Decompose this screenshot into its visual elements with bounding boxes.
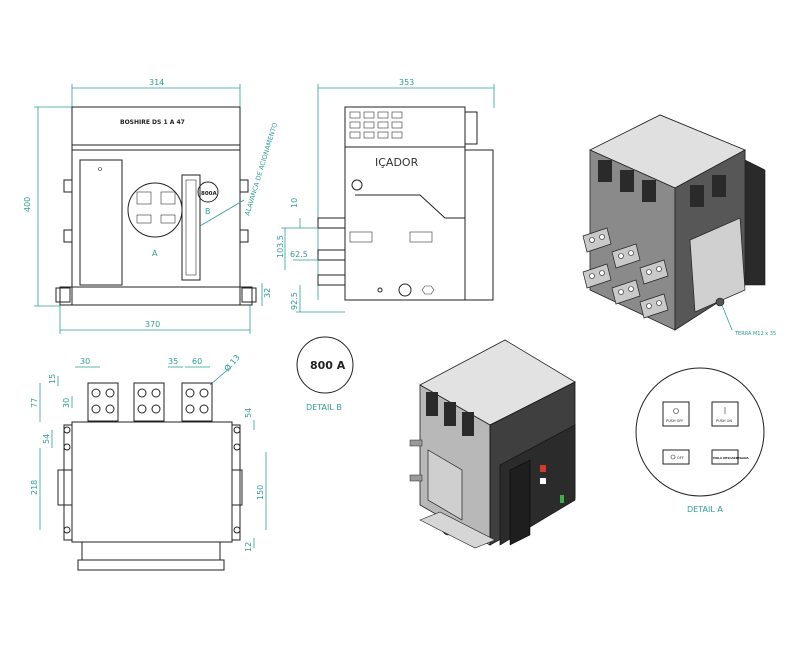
push-off-label: PUSH OFF (666, 419, 683, 423)
dim-base-370: 370 (145, 320, 160, 329)
push-on-button (711, 401, 739, 427)
detail-b-rating: 800 A (310, 359, 346, 372)
green-indicator (560, 495, 564, 503)
dim-top-15: 15 (48, 374, 57, 384)
spring-indicator-label: MOLA DESCARREGADA (713, 456, 750, 460)
dim-top-54a: 54 (42, 434, 51, 444)
side-view: 353 IÇADOR (276, 78, 495, 313)
iso-view-front (409, 339, 576, 549)
dim-hole-13: Ø 13 (222, 352, 242, 373)
dim-side-92-5: 92.5 (290, 292, 299, 310)
detail-b-caption: DETAIL B (306, 403, 342, 412)
dim-top-60: 60 (192, 357, 202, 366)
dim-top-77: 77 (30, 398, 39, 408)
dim-top-150: 150 (256, 485, 265, 500)
dim-height-400: 400 (23, 197, 32, 212)
off-indicator (662, 449, 690, 465)
off-indicator-label: OFF (677, 456, 684, 460)
busbar-terminals (87, 382, 213, 422)
handle-label: ALAVANCA DE ACIONAMENTO (243, 122, 279, 217)
red-indicator (540, 465, 546, 472)
nameplate-text: BOSHIRE DS 1 A 47 (120, 119, 185, 126)
dim-top-54b: 54 (244, 408, 253, 418)
detail-a-caption: DETAIL A (687, 505, 723, 514)
lift-label: IÇADOR (375, 156, 419, 169)
push-off-button (662, 401, 690, 427)
dim-side-10: 10 (290, 198, 299, 208)
ground-label: TERRA M12 x 35 (734, 331, 776, 337)
spring-indicator (711, 449, 739, 465)
dim-depth-353: 353 (399, 78, 414, 87)
dim-width-314: 314 (149, 78, 164, 87)
dim-top-218: 218 (30, 480, 39, 495)
dim-side-62-5: 62.5 (290, 250, 308, 259)
detail-b: 800 A DETAIL B (296, 336, 354, 412)
front-view: 314 400 370 32 BOSHIRE DS 1 A 47 A (23, 78, 279, 334)
push-on-label: PUSH ON (716, 419, 732, 423)
detail-a: PUSH OFF PUSH ON OFF MOLA DESCARREGADA D… (635, 367, 765, 514)
vent-slots (349, 111, 403, 139)
dim-top-35: 35 (168, 357, 178, 366)
badge-800a-small: 800A (201, 191, 217, 197)
dim-top-30a: 30 (80, 357, 90, 366)
dim-offset-32: 32 (263, 288, 272, 298)
callout-a: A (152, 249, 158, 258)
dim-top-30b: 30 (62, 398, 71, 408)
dim-top-12: 12 (244, 542, 253, 552)
dim-side-103-5: 103.5 (276, 235, 285, 258)
callout-b: B (205, 207, 211, 216)
top-view: 30 35 60 Ø 13 15 30 (30, 352, 267, 571)
iso-view-rear: TERRA M12 x 35 (582, 114, 776, 337)
